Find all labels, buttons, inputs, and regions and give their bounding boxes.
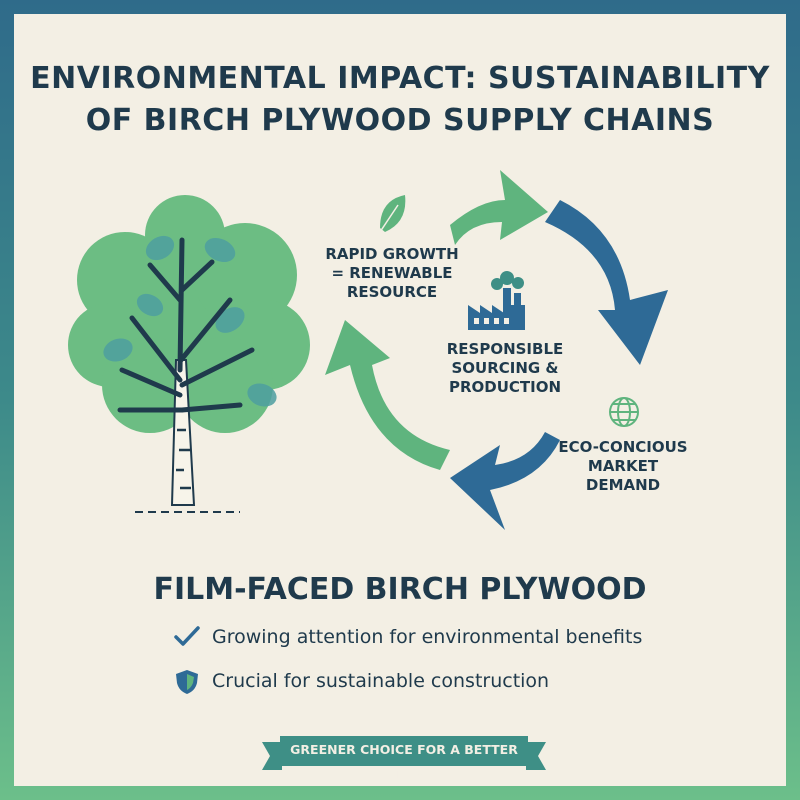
stage-demand-label: ECO-CONCIOUS MARKET DEMAND xyxy=(558,438,688,494)
banner-text: GREENER CHOICE FOR A BETTER FUTURE xyxy=(290,742,518,781)
arrow-growth-to-sourcing xyxy=(450,170,548,245)
arrow-demand-to-growth xyxy=(450,432,560,530)
globe-icon xyxy=(609,397,639,427)
benefit-text: Growing attention for environmental bene… xyxy=(212,626,643,648)
product-heading: FILM-FACED BIRCH PLYWOOD xyxy=(153,572,647,607)
leaf-icon xyxy=(379,195,406,233)
benefit-text: Crucial for sustainable construction xyxy=(212,670,550,692)
arrow-back-to-growth xyxy=(325,320,450,470)
title-line-2: OF BIRCH PLYWOOD SUPPLY CHAINS xyxy=(85,103,715,138)
banner-ribbon xyxy=(262,736,546,770)
title-line-1: ENVIRONMENTAL IMPACT: SUSTAINABILITY xyxy=(30,61,770,96)
benefit-item: Crucial for sustainable construction xyxy=(172,668,549,694)
checkmark-icon xyxy=(172,624,202,650)
stage-growth-label: RAPID GROWTH = RENEWABLE RESOURCE xyxy=(325,245,459,301)
factory-icon xyxy=(468,271,525,330)
birch-tree-icon xyxy=(68,195,310,513)
stage-sourcing-label: RESPONSIBLE SOURCING & PRODUCTION xyxy=(446,340,564,396)
arrow-sourcing-to-demand xyxy=(545,200,668,365)
footer-banner: GREENER CHOICE FOR A BETTER FUTURE xyxy=(258,734,550,781)
benefit-item: Growing attention for environmental bene… xyxy=(172,624,642,650)
page-title: ENVIRONMENTAL IMPACT: SUSTAINABILITY OF … xyxy=(0,58,800,142)
shield-icon xyxy=(172,668,202,694)
cycle-arrows xyxy=(325,170,668,530)
